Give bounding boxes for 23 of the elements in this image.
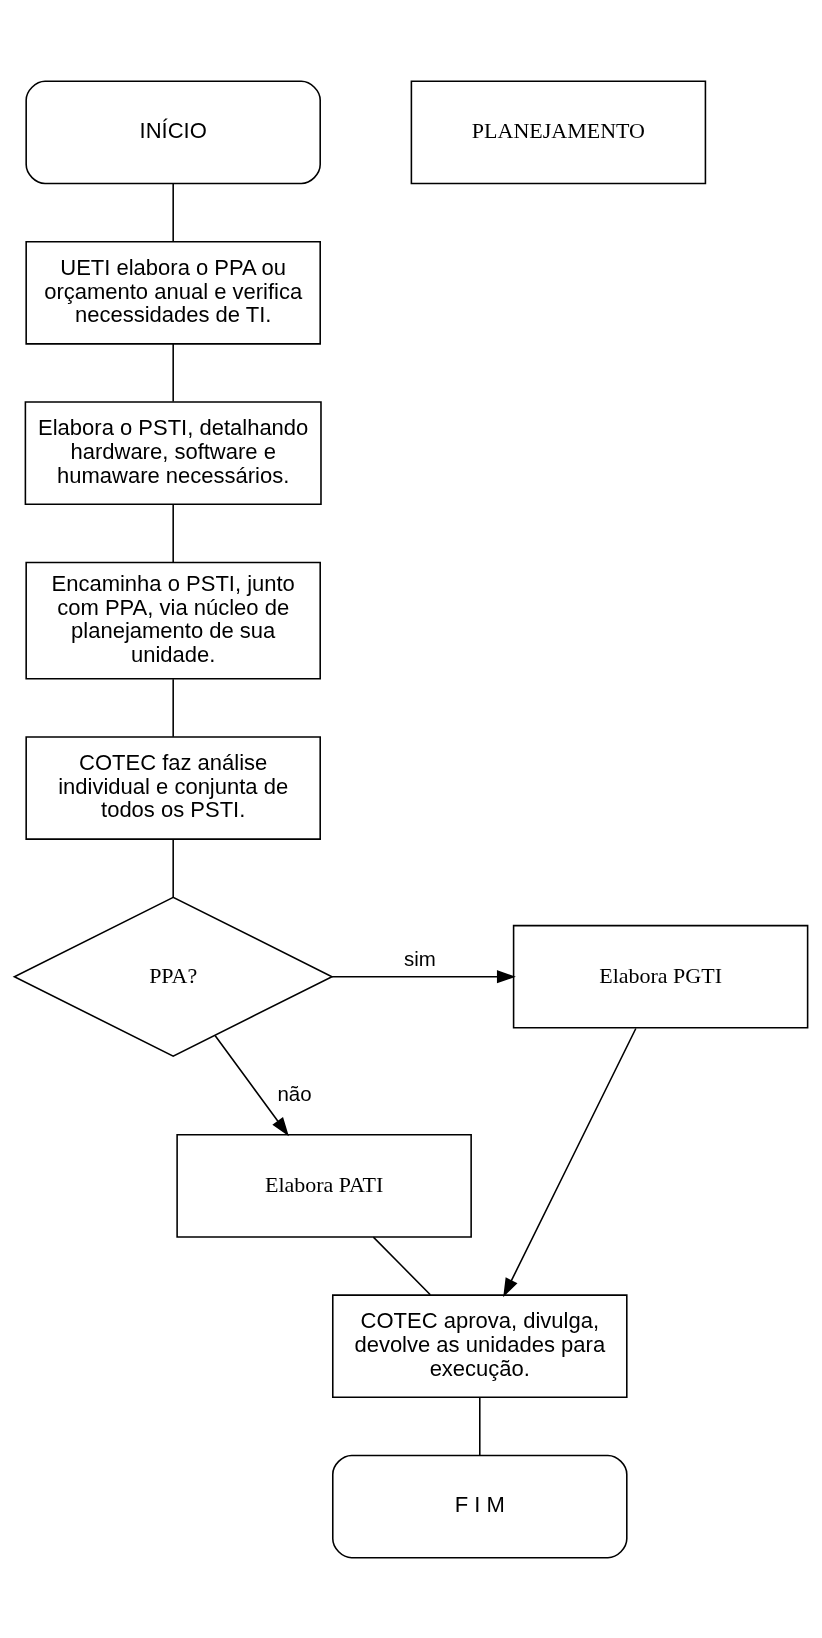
connector (372, 1235, 432, 1295)
edge-label: sim (404, 946, 436, 970)
node-box: UETI elabora o PPA ou orçamento anual e verifica necessidades de TI. (25, 240, 321, 345)
node-box: COTEC aprova, divulga, devolve as unidades para execução. (332, 1293, 628, 1398)
connector (172, 342, 174, 402)
connector (172, 182, 174, 242)
node-box: F I M (332, 1454, 628, 1558)
node-box: INÍCIO (25, 80, 321, 184)
node-box: COTEC faz análise individual e conjunta de todos os PSTI. (25, 735, 321, 840)
node-box: PLANEJAMENTO (410, 80, 707, 184)
node-box: Encaminha o PSTI, junto com PPA, via núcleo de planejamento de sua unidade. (25, 561, 321, 680)
arrow (214, 1034, 289, 1136)
connector (172, 838, 174, 898)
edge-label: não (277, 1081, 312, 1105)
connector (172, 503, 174, 563)
connector (172, 677, 174, 737)
node-box: Elabora PATI (176, 1133, 472, 1238)
node-box: Elabora PGTI (512, 924, 809, 1029)
connector (479, 1396, 481, 1456)
arrow (331, 969, 516, 983)
arrow (503, 1027, 637, 1297)
node-diamond: PPA? (12, 895, 334, 1057)
node-box: Elabora o PSTI, detalhando hardware, software e humaware necessários. (24, 400, 322, 505)
